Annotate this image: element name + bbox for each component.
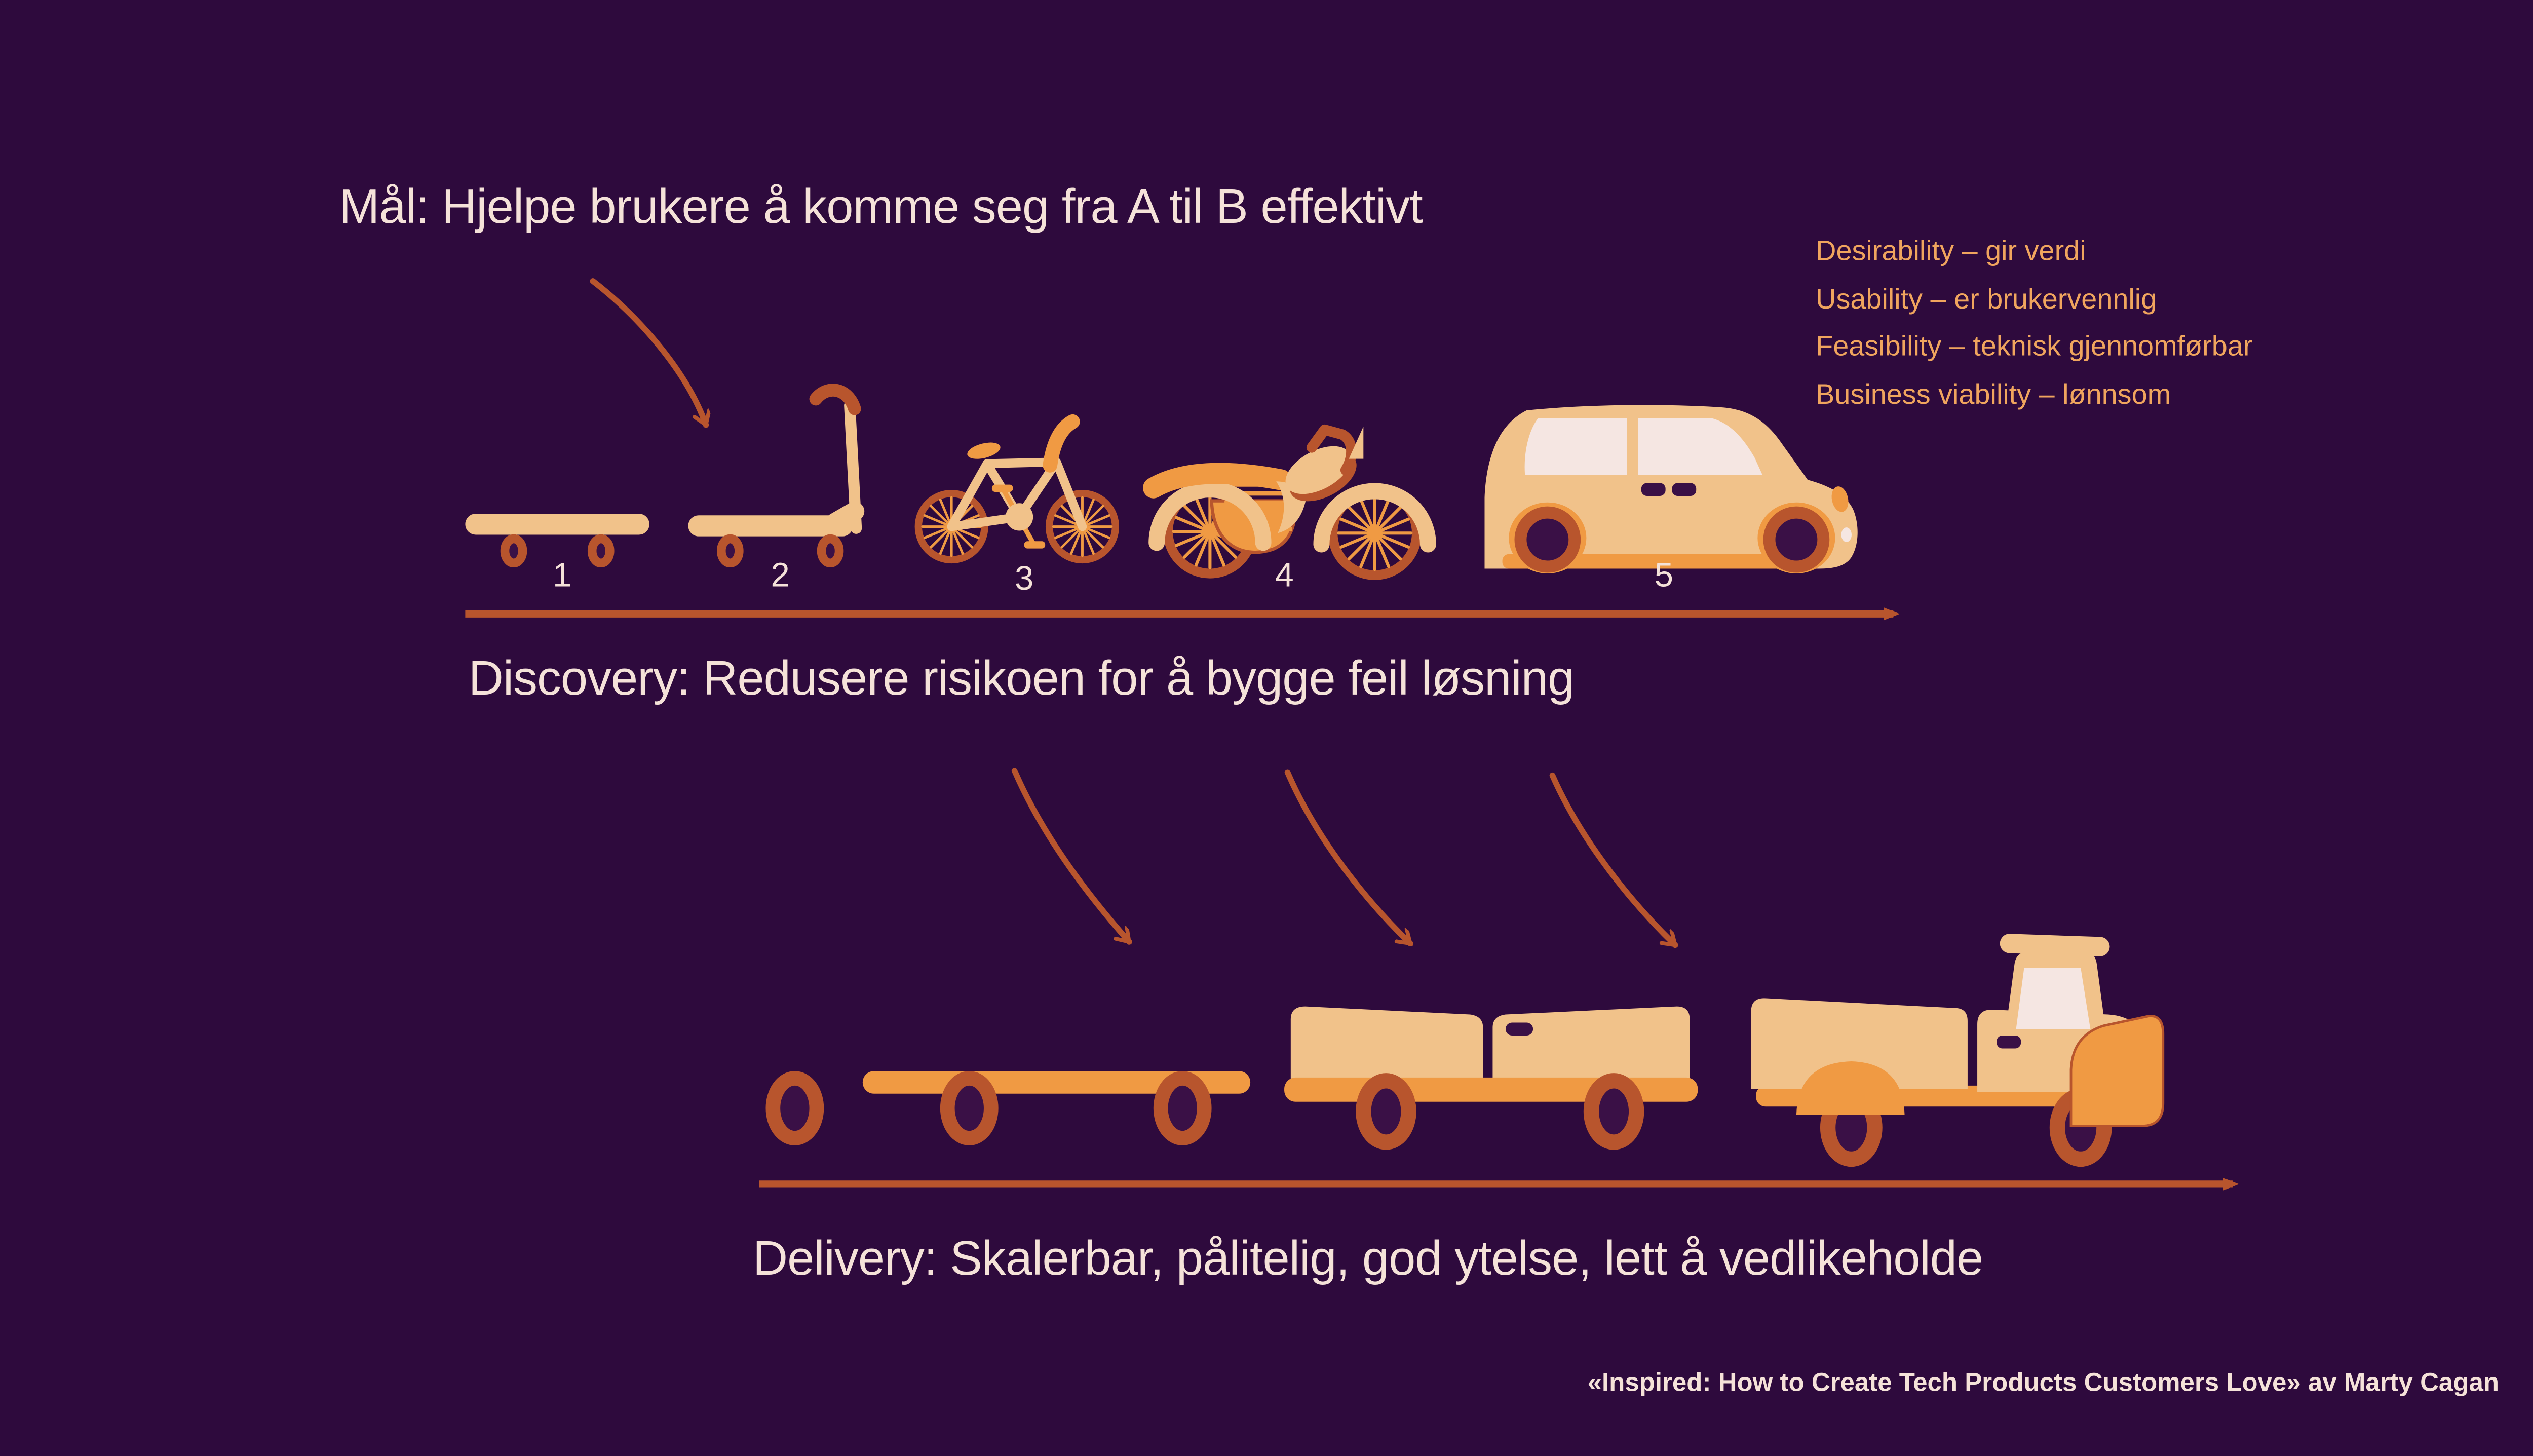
pickup-window-icon [2016,968,2091,1029]
motorcycle-rear-fender-icon [1148,481,1272,551]
goal-arrow-icon [590,278,706,425]
skateboard-wheel-icon [500,534,527,568]
criteria-item-usability: Usability – er brukervennlig [1816,282,2157,315]
step-number-3: 3 [1015,560,1034,598]
delivery-caption: Delivery: Skalerbar, pålitelig, god ytel… [752,1233,1983,1286]
wheel-illustration [765,1071,824,1145]
car-headlight-icon [1831,486,1849,512]
step-number-1: 1 [553,557,572,595]
bicycle-seat-icon [967,442,1001,459]
scooter-wheel-icon [817,534,844,568]
criteria-list: Desirability – gir verdi Usability – er … [1816,228,2252,418]
discovery-arrow-2 [1284,769,1413,946]
motorcycle-illustration [1143,424,1436,575]
car-illustration [1484,405,1858,574]
skateboard-illustration [465,514,649,568]
goal-title: Mål: Hjelpe brukere å komme seg fra A ti… [339,181,1423,235]
wagon-illustration [1284,1006,1698,1150]
scooter-wheel-icon [717,534,744,568]
illustration-layer [465,278,2239,1191]
step-number-2: 2 [771,557,790,595]
scooter-illustration [688,384,865,568]
chassis-wheel-icon [940,1071,999,1145]
step-number-5: 5 [1654,557,1674,595]
wagon-wheel-icon [1583,1073,1644,1150]
discovery-caption: Discovery: Redusere risikoen for å bygge… [468,653,1575,706]
chassis-illustration [862,1071,1251,1145]
step-number-4: 4 [1275,557,1294,595]
car-door-handle-icon [1641,483,1666,496]
wagon-handle-icon [1505,1022,1533,1036]
motorcycle-seat-icon [1143,463,1292,499]
skateboard-wheel-icon [587,534,615,568]
car-door-handle-icon [1672,483,1697,496]
motorcycle-front-fender-icon [1313,483,1436,553]
bicycle-handlebar-icon [1043,414,1080,473]
car-wheel-icon [1763,506,1830,573]
car-wheel-icon [1514,506,1581,573]
pickup-front-fender-icon [2069,1015,2165,1127]
criteria-item-feasibility: Feasibility – teknisk gjennomførbar [1816,329,2253,362]
pickup-door-handle-icon [1997,1036,2021,1049]
motorcycle-handlebar-icon [1306,424,1357,476]
criteria-item-desirability: Desirability – gir verdi [1816,234,2086,267]
motorcycle-tank-icon [1285,446,1351,494]
pickup-rear-fender-icon [1796,1061,1905,1115]
chassis-wheel-icon [1153,1071,1212,1145]
attribution-text: «Inspired: How to Create Tech Products C… [1587,1370,2500,1398]
wagon-wheel-icon [1356,1073,1416,1150]
discovery-arrow-3 [1549,772,1678,948]
criteria-item-business-viability: Business viability – lønnsom [1816,377,2171,410]
pickup-truck-illustration [1751,934,2165,1167]
infographic-canvas: Mål: Hjelpe brukere å komme seg fra A ti… [339,181,2500,1398]
scooter-handlebar-icon [809,384,861,415]
bicycle-illustration [918,414,1116,560]
discovery-arrow-1 [1011,768,1132,945]
